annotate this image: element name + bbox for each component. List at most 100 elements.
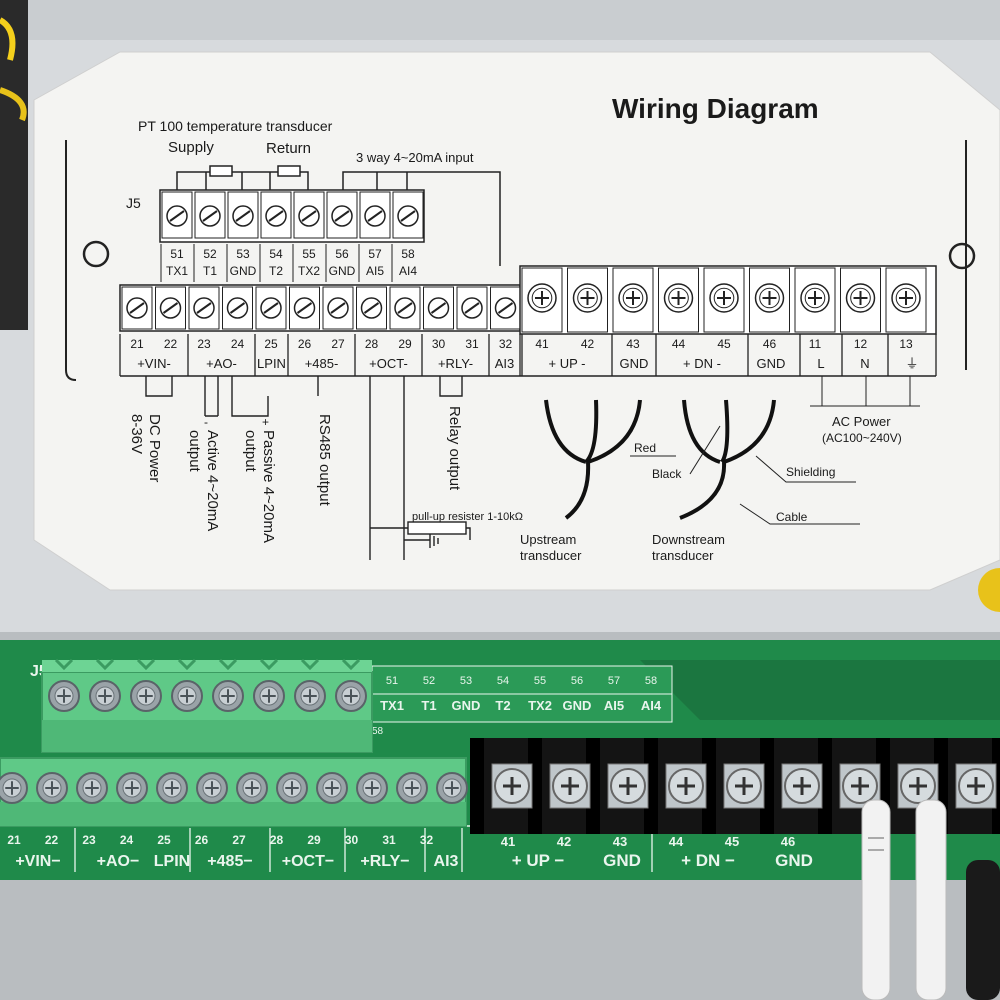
screw-icon bbox=[156, 772, 188, 804]
terminal-name: TX2 bbox=[298, 264, 320, 278]
diagram-title: Wiring Diagram bbox=[612, 93, 819, 124]
pcb-group-label: +485− bbox=[207, 853, 252, 870]
terminal-number: 43 bbox=[626, 337, 640, 351]
shielding-label: Shielding bbox=[786, 465, 835, 479]
screw-icon bbox=[356, 772, 388, 804]
screw-icon bbox=[663, 283, 694, 313]
terminal-group-label: +485- bbox=[305, 356, 339, 371]
terminal-number: 26 bbox=[298, 337, 312, 351]
pcb-terminal-name: T2 bbox=[495, 698, 510, 713]
terminal-group-label: +RLY- bbox=[438, 356, 473, 371]
terminal-number: 23 bbox=[197, 337, 211, 351]
terminal-number: 41 bbox=[535, 337, 549, 351]
j5-label: J5 bbox=[126, 195, 141, 211]
upstream-label-2: transducer bbox=[520, 548, 582, 563]
screw-icon bbox=[294, 680, 326, 712]
pcb-terminal-number: 44 bbox=[669, 834, 684, 849]
minus-sign: - bbox=[204, 415, 208, 429]
pcb-terminal-name: AI5 bbox=[604, 698, 624, 713]
pcb-group-label: +AO− bbox=[97, 853, 140, 870]
screw-icon bbox=[159, 297, 182, 319]
screw-icon bbox=[331, 205, 353, 227]
pcb-group-label: GND bbox=[603, 851, 641, 870]
terminal-number: 53 bbox=[236, 247, 250, 261]
pcb-terminal-name: TX1 bbox=[380, 698, 404, 713]
screw-icon bbox=[572, 283, 603, 313]
three-way-input-label: 3 way 4~20mA input bbox=[356, 150, 474, 165]
screw-icon bbox=[171, 680, 203, 712]
pcb-group-label: GND bbox=[775, 851, 813, 870]
screw-icon bbox=[364, 205, 386, 227]
screw-icon bbox=[494, 297, 517, 319]
active-output-label-2: output bbox=[186, 430, 203, 473]
red-label: Red bbox=[634, 441, 656, 455]
screw-icon bbox=[897, 763, 939, 809]
pcb-terminal-number: 51 bbox=[386, 675, 398, 687]
pcb-group-label: LPIN bbox=[154, 853, 190, 870]
pcb-terminal-number: 57 bbox=[608, 675, 620, 687]
terminal-number: 24 bbox=[231, 337, 245, 351]
relay-output-label: Relay output bbox=[446, 406, 463, 491]
pcb-terminal-name: AI4 bbox=[641, 698, 662, 713]
green-terminal-io bbox=[0, 757, 468, 827]
terminal-number: 55 bbox=[302, 247, 316, 261]
terminal-name: GND bbox=[230, 264, 257, 278]
left-cable bbox=[0, 0, 28, 330]
screw-icon bbox=[76, 772, 108, 804]
pcb-terminal-number: 27 bbox=[232, 833, 246, 847]
pcb-terminal-name: GND bbox=[452, 698, 481, 713]
screw-icon bbox=[226, 297, 249, 319]
screw-icon bbox=[891, 283, 921, 313]
terminal-number: 25 bbox=[264, 337, 278, 351]
terminal-group-label: L bbox=[817, 356, 824, 371]
mount-hole-icon bbox=[82, 240, 110, 268]
terminal-number: 29 bbox=[398, 337, 412, 351]
pcb-terminal-name: GND bbox=[563, 698, 592, 713]
terminal-number: 31 bbox=[465, 337, 479, 351]
pcb-terminal-number: 56 bbox=[571, 675, 583, 687]
screw-icon bbox=[166, 205, 188, 227]
terminal-group-label: GND bbox=[620, 356, 649, 371]
terminal-group-label: LPIN bbox=[257, 356, 286, 371]
terminal-group-label: + DN - bbox=[683, 356, 721, 371]
terminal-number: 27 bbox=[331, 337, 345, 351]
screw-icon bbox=[193, 297, 215, 319]
screw-icon bbox=[199, 205, 221, 227]
pcb-terminal-number: 29 bbox=[307, 833, 321, 847]
pcb-terminal-name: TX2 bbox=[528, 698, 552, 713]
screw-icon bbox=[397, 205, 419, 227]
screw-icon bbox=[955, 763, 997, 809]
screw-icon bbox=[491, 763, 533, 809]
plus-sign: + bbox=[262, 415, 269, 429]
return-label: Return bbox=[266, 140, 311, 157]
screw-icon bbox=[126, 297, 148, 319]
dc-power-label: DC Power bbox=[146, 414, 163, 482]
terminal-group-label: GND bbox=[757, 356, 786, 371]
screw-icon bbox=[265, 205, 287, 227]
terminal-group-label: ⏚ bbox=[905, 356, 918, 371]
screw-icon bbox=[527, 283, 557, 313]
pcb-terminal-number: 31 bbox=[382, 833, 396, 847]
terminal-number: 12 bbox=[854, 337, 868, 351]
screw-icon bbox=[723, 763, 765, 809]
pcb-terminal-number: 58 bbox=[645, 675, 657, 687]
pcb-group-label: +VIN− bbox=[15, 853, 60, 870]
screw-icon bbox=[427, 297, 450, 319]
pcb-terminal-number: 55 bbox=[534, 675, 546, 687]
screw-icon bbox=[845, 283, 876, 313]
dc-range-label: 8-36V bbox=[128, 414, 145, 454]
pcb-group-label: +OCT− bbox=[282, 853, 334, 870]
screw-icon bbox=[396, 772, 428, 804]
screw-icon bbox=[335, 680, 367, 712]
white-wires bbox=[861, 799, 1000, 1000]
j5-terminal-row bbox=[159, 189, 425, 243]
terminal-group-label: +OCT- bbox=[369, 356, 408, 371]
power-transducer-terminal-row bbox=[519, 265, 937, 335]
yellow-clip bbox=[978, 568, 1000, 612]
pcb-group-label: + DN − bbox=[681, 851, 735, 870]
screw-icon bbox=[781, 763, 823, 809]
pullup-label: pull-up resister 1-10kΩ bbox=[412, 511, 523, 523]
pcb-terminal-number: 25 bbox=[157, 833, 171, 847]
pcb-terminal-number: 46 bbox=[781, 834, 795, 849]
screw-icon bbox=[461, 297, 483, 319]
